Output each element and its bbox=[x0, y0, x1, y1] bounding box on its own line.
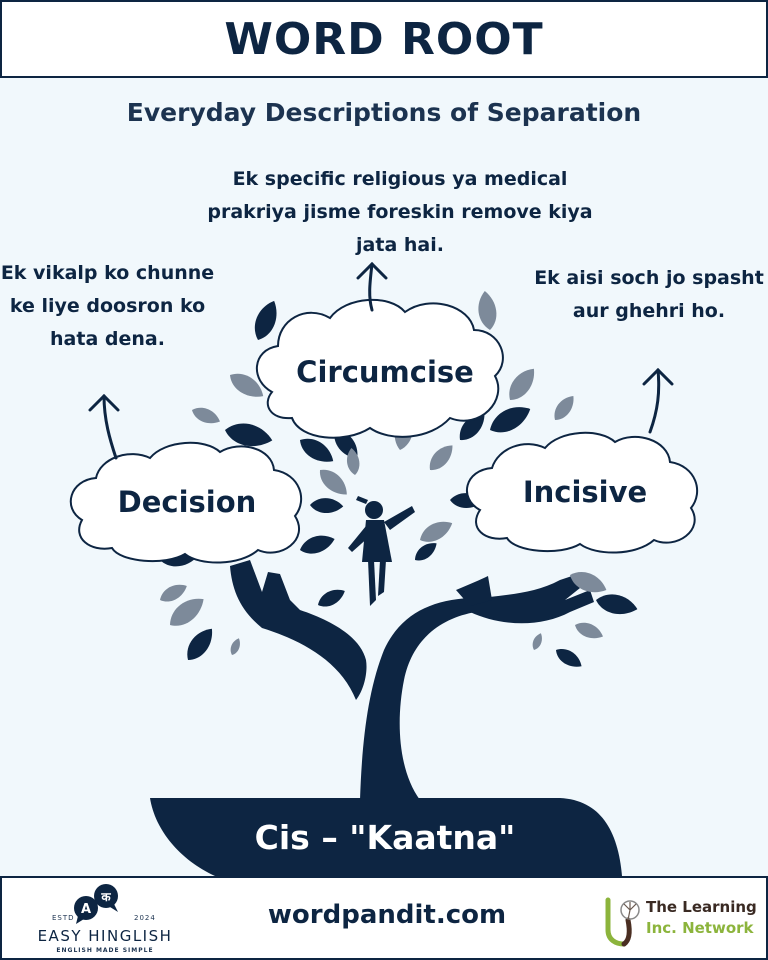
speech-bubbles-icon: A क bbox=[74, 884, 118, 924]
word-incisive: Incisive bbox=[522, 475, 648, 509]
brand-name: EASY HINGLISH bbox=[37, 927, 173, 945]
brand-tagline: ENGLISH MADE SIMPLE bbox=[56, 947, 154, 954]
tree-trunk bbox=[360, 598, 476, 800]
right-hand bbox=[470, 575, 594, 624]
svg-text:A: A bbox=[81, 902, 91, 917]
page-title: WORD ROOT bbox=[224, 13, 544, 65]
word-decision: Decision bbox=[117, 485, 257, 519]
meaning-circumcise: Ek specific religious ya medical prakriy… bbox=[207, 168, 593, 256]
cloud-decision bbox=[69, 441, 303, 564]
easy-hinglish-logo: A क ESTD 2024 EASY HINGLISH ENGLISH MADE… bbox=[22, 878, 182, 958]
svg-text:क: क bbox=[100, 890, 111, 904]
arrow-incisive bbox=[648, 368, 661, 434]
arrow-decision bbox=[102, 394, 118, 460]
cloud-incisive bbox=[466, 431, 699, 554]
learning-line2: Inc. Network bbox=[646, 919, 754, 937]
footer: A क ESTD 2024 EASY HINGLISH ENGLISH MADE… bbox=[0, 876, 768, 960]
arrow-circumcise bbox=[368, 262, 374, 312]
root-base bbox=[150, 798, 622, 876]
word-circumcise: Circumcise bbox=[296, 355, 474, 389]
meaning-incisive: Ek aisi soch jo spasht aur ghehri ho. bbox=[534, 267, 764, 322]
learning-inc-logo: The Learning Inc. Network bbox=[602, 892, 762, 948]
learning-line1: The Learning bbox=[646, 898, 757, 916]
year-label: 2024 bbox=[134, 914, 156, 922]
subtitle: Everyday Descriptions of Separation bbox=[126, 98, 642, 127]
arrows bbox=[88, 261, 674, 460]
estd-label: ESTD bbox=[52, 914, 75, 922]
cloud-circumcise bbox=[256, 299, 504, 439]
root-label: Cis – "Kaatna" bbox=[254, 818, 516, 857]
child-silhouette bbox=[348, 496, 415, 606]
title-bar: WORD ROOT bbox=[0, 0, 768, 78]
left-hand bbox=[230, 560, 367, 700]
meaning-decision: Ek vikalp ko chunne ke liye doosron ko h… bbox=[0, 262, 215, 350]
website-link[interactable]: wordpandit.com bbox=[267, 900, 507, 930]
tree-u-icon bbox=[605, 897, 640, 947]
